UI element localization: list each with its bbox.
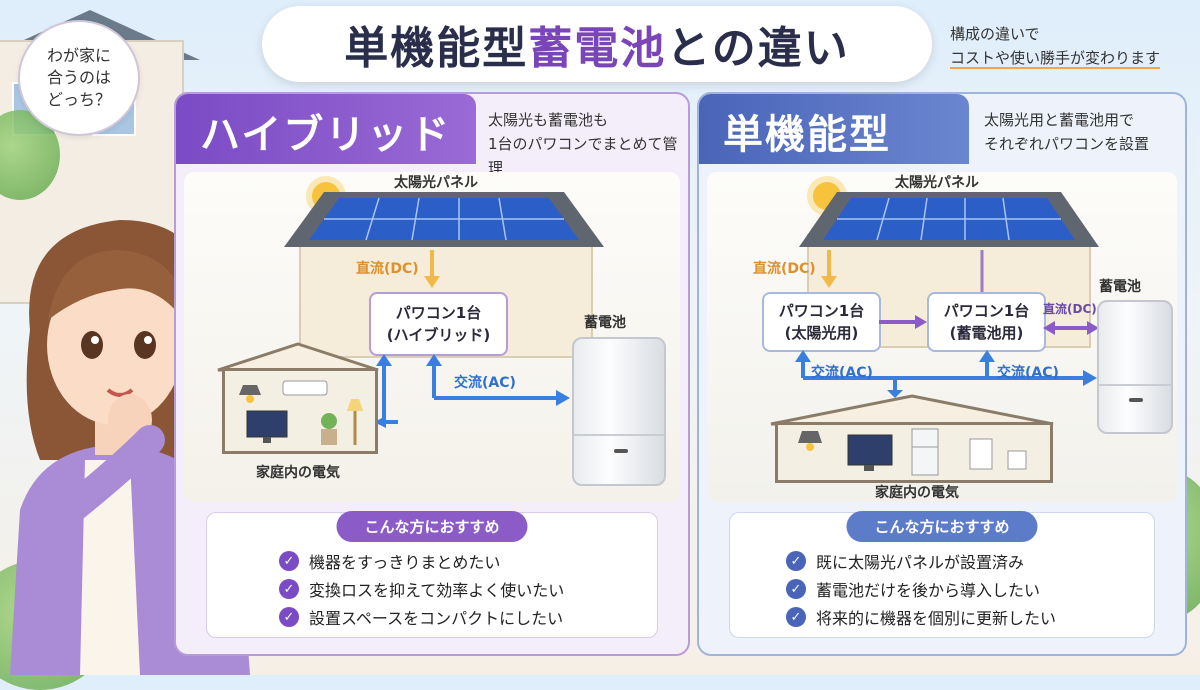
pcs2-line-2: (蓄電池用) [949,324,1024,342]
dc-label-left: 直流(DC) [753,261,816,277]
hybrid-title-banner: ハイブリッド型 [176,94,476,216]
bubble-line: わが家に [46,46,111,65]
hybrid-recommend-box: こんな方におすすめ ✓ 機器をすっきりまとめたい ✓ 変換ロスを抑えて効率よく使いた… [206,511,658,638]
dc-arrow [424,250,440,288]
ac-label: 交流(AC) [454,375,516,391]
solar-panel-label: 太陽光パネル [895,175,979,191]
check-icon: ✓ [786,551,806,571]
home-appliances-icons [798,428,1027,476]
ac-arrows [376,354,570,422]
hybrid-panel: ハイブリッド型 太陽光も蓄電池も 1台のパワコンでまとめて管理 太陽光パネル 直… [174,92,690,656]
battery-icon [572,337,666,486]
home-box [775,422,1053,483]
recommend-text: 変換ロスを抑えて効率よく使いたい [309,581,565,600]
thought-bubble: わが家に 合うのは どっち？ [18,20,140,136]
single-desc-line-2: それぞれパワコンを設置 [984,135,1150,153]
single-panel: 単機能型 太陽光用と蓄電池用で それぞれパワコンを設置 太陽光パネル 直流(DC… [697,92,1187,656]
check-icon: ✓ [786,579,806,599]
dc-label-right: 直流(DC) [1043,302,1097,316]
pcs1-line-2: (太陽光用) [784,324,859,342]
recommend-text: 蓄電池だけを後から導入したい [816,581,1041,600]
battery-indicator [614,449,628,453]
pcs-link-arrow [879,315,927,329]
subtitle-line-1: 構成の違いで [950,25,1040,43]
single-title: 単機能型 [723,112,891,158]
list-item: ✓ 蓄電池だけを後から導入したい [786,575,1056,603]
pcs-line-1: パワコン1台 [395,304,482,322]
single-recommend-list: ✓ 既に太陽光パネルが設置済み ✓ 蓄電池だけを後から導入したい ✓ 将来的に機器を個… [786,547,1056,631]
list-item: ✓ 将来的に機器を個別に更新したい [786,603,1056,631]
check-icon: ✓ [279,579,299,599]
dc-label: 直流(DC) [356,261,419,277]
check-icon: ✓ [786,607,806,627]
battery-label: 蓄電池 [1099,279,1141,295]
check-icon: ✓ [279,551,299,571]
pcs1-line-1: パワコン1台 [778,302,865,320]
battery-icon [1097,300,1173,434]
pcs2-line-1: パワコン1台 [943,302,1030,320]
list-item: ✓ 変換ロスを抑えて効率よく使いたい [279,575,564,603]
dc-arrow [821,250,837,288]
list-item: ✓ 既に太陽光パネルが設置済み [786,547,1056,575]
recommend-text: 機器をすっきりまとめたい [309,553,501,572]
single-description: 太陽光用と蓄電池用で それぞれパワコンを設置 [984,108,1149,156]
home-box [222,368,378,454]
battery-indicator [1129,398,1143,402]
pcs-solar-box: パワコン1台 (太陽光用) [762,292,881,352]
panel-connector-line [980,250,984,292]
hybrid-recommend-list: ✓ 機器をすっきりまとめたい ✓ 変換ロスを抑えて効率よく使いたい ✓ 設置スペースを… [279,547,564,631]
home-label: 家庭内の電気 [875,485,959,501]
single-title-banner: 単機能型 [699,94,969,164]
hybrid-recommend-title: こんな方におすすめ [336,511,528,542]
subtitle-line-2: コストや使い勝手が変わります [950,49,1161,69]
pcs-line-2: (ハイブリッド) [386,326,491,344]
battery-divider [574,434,664,436]
list-item: ✓ 機器をすっきりまとめたい [279,547,564,575]
hybrid-desc-line-1: 太陽光も蓄電池も [488,111,609,129]
ac-label-left: 交流(AC) [811,365,873,381]
page-title: 単機能型蓄電池との違い [262,6,932,82]
hybrid-description: 太陽光も蓄電池も 1台のパワコンでまとめて管理 [488,108,688,180]
title-part-3: との違い [666,23,850,74]
solar-panel-icon [284,192,604,247]
solar-panel-label: 太陽光パネル [394,175,478,191]
single-diagram: 太陽光パネル 直流(DC) パワコン1台 (太陽光用) パワコン1台 (蓄電池用… [707,172,1177,502]
ac-arrows [795,350,1097,398]
ac-label-right: 交流(AC) [997,365,1059,381]
title-part-2: 蓄電池 [528,23,667,74]
bubble-line: 合うのは [46,68,111,87]
home-label: 家庭内の電気 [256,465,340,481]
pcs-battery-box: パワコン1台 (蓄電池用) [927,292,1046,352]
title-part-1: 単機能型 [344,23,529,74]
recommend-text: 既に太陽光パネルが設置済み [816,553,1025,572]
single-recommend-title: こんな方におすすめ [846,511,1038,542]
single-desc-line-1: 太陽光用と蓄電池用で [984,111,1135,129]
ac-arrow-to-home [374,416,398,428]
check-icon: ✓ [279,607,299,627]
hybrid-diagram: 太陽光パネル 直流(DC) パワコン1台 (ハイブリッド) 蓄電池 [184,172,680,502]
list-item: ✓ 設置スペースをコンパクトにしたい [279,603,564,631]
battery-divider [1099,384,1171,386]
hybrid-pcs-box: パワコン1台 (ハイブリッド) [369,292,508,356]
home-appliances-icons [239,380,363,445]
battery-label: 蓄電池 [584,315,626,331]
single-recommend-box: こんな方におすすめ ✓ 既に太陽光パネルが設置済み ✓ 蓄電池だけを後から導入したい… [729,511,1155,638]
battery-dc-arrow [1043,321,1099,335]
bubble-line: どっち？ [46,90,111,109]
subtitle: 構成の違いで コストや使い勝手が変わります [950,22,1190,70]
recommend-text: 将来的に機器を個別に更新したい [816,609,1057,628]
solar-panel-icon [799,192,1099,247]
recommend-text: 設置スペースをコンパクトにしたい [309,609,564,628]
